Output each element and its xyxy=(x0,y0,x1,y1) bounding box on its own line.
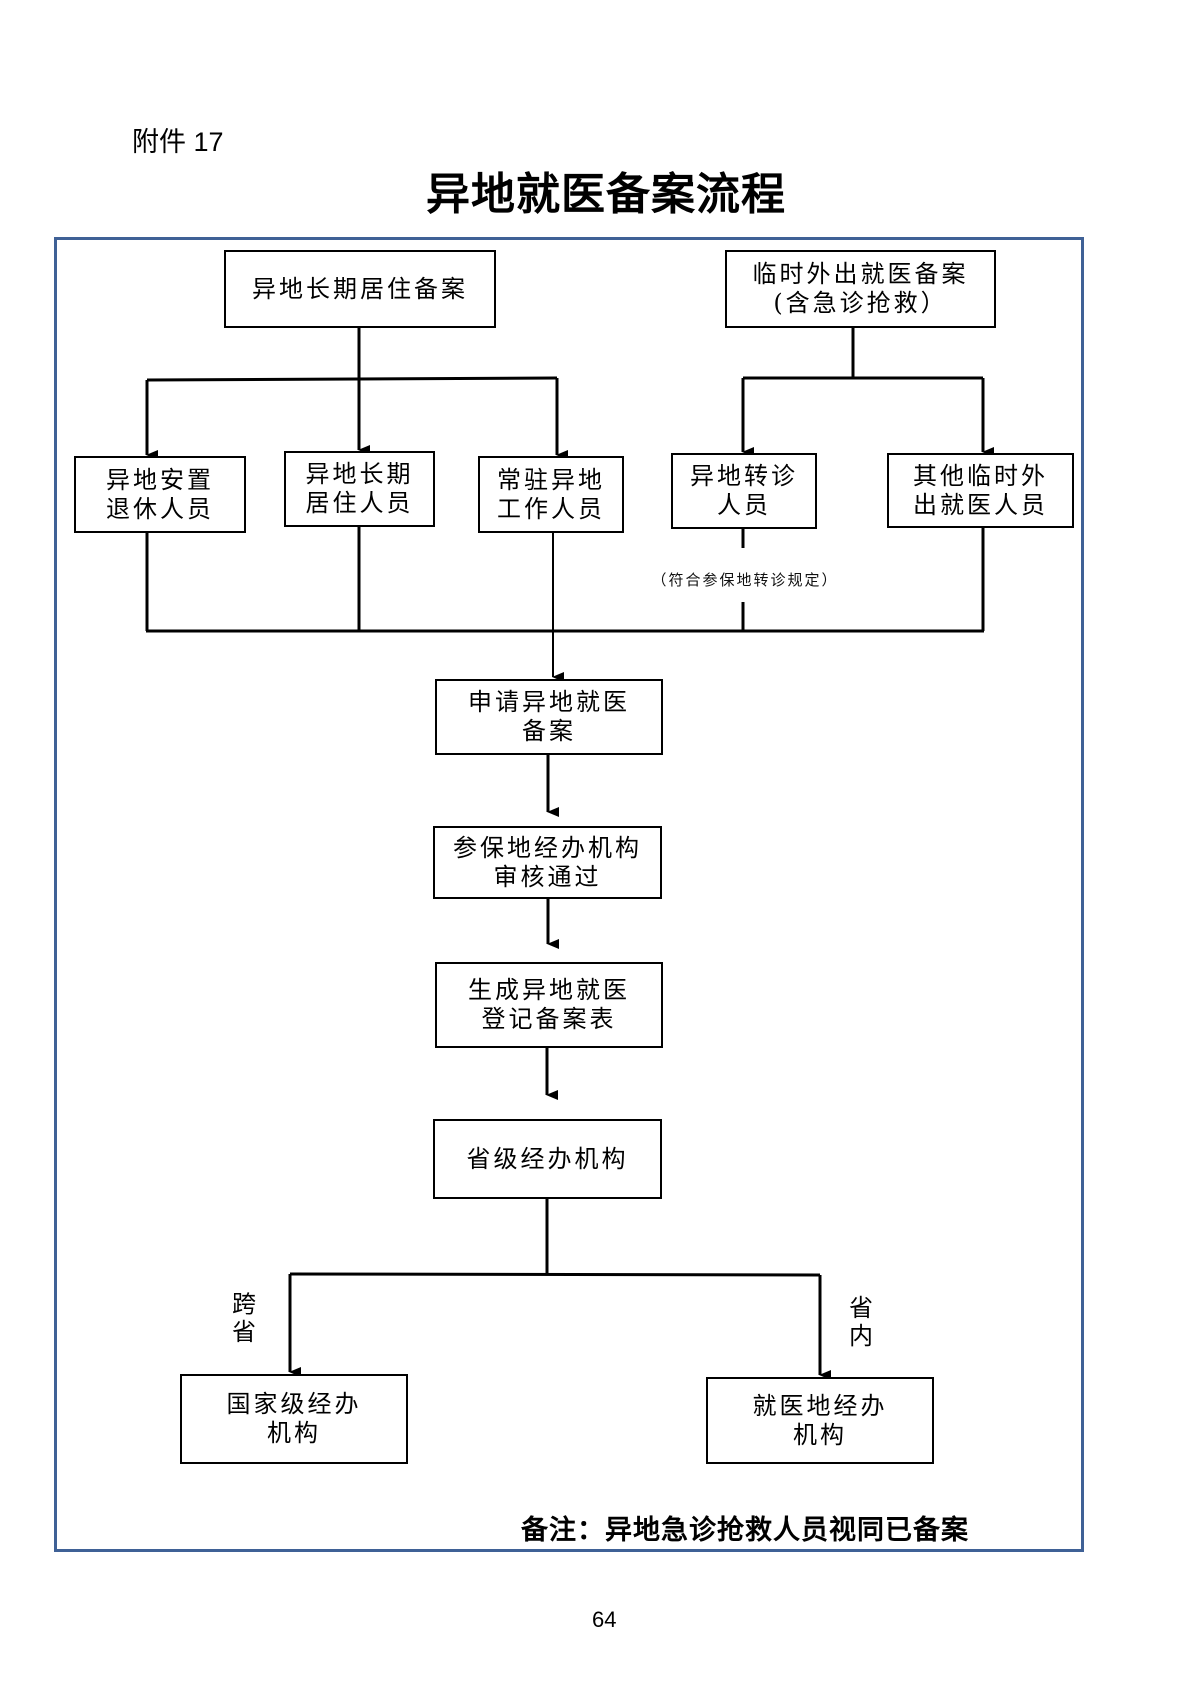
label-char: 省 xyxy=(849,1294,873,1322)
node-label: 备案 xyxy=(522,717,576,745)
diagram-frame xyxy=(54,237,1084,1552)
node-other-temporary: 其他临时外 出就医人员 xyxy=(887,453,1074,528)
label-char: 跨 xyxy=(232,1290,256,1318)
node-resident-workers: 常驻异地 工作人员 xyxy=(478,456,624,533)
step-insured-agency-review: 参保地经办机构 审核通过 xyxy=(433,826,662,899)
node-label: 生成异地就医 xyxy=(468,976,630,1004)
node-label: 出就医人员 xyxy=(913,490,1048,519)
step-provincial-agency: 省级经办机构 xyxy=(433,1119,662,1199)
node-referral-patients: 异地转诊 人员 xyxy=(671,453,817,529)
node-label: 异地长期居住备案 xyxy=(252,274,468,303)
remark-note: 备注：异地急诊抢救人员视同已备案 xyxy=(521,1515,969,1546)
node-label: 工作人员 xyxy=(497,494,605,523)
node-label: 异地转诊 xyxy=(690,462,798,490)
node-label: 登记备案表 xyxy=(481,1005,617,1033)
node-label: 申请异地就医 xyxy=(468,688,630,716)
node-label: 居住人员 xyxy=(305,489,414,517)
node-resettled-retirees: 异地安置 退休人员 xyxy=(74,456,246,533)
node-label: 人员 xyxy=(717,491,771,519)
branch-label-within-province: 省 内 xyxy=(847,1294,875,1350)
label-char: 内 xyxy=(849,1322,873,1350)
node-label: 机构 xyxy=(793,1420,847,1449)
connector-split-bus xyxy=(289,1272,821,1277)
node-label: (含急诊抢救） xyxy=(773,289,948,317)
node-label: 异地长期 xyxy=(305,460,414,488)
page-title: 异地就医备案流程 xyxy=(426,169,786,220)
referral-condition-note: （符合参保地转诊规定） xyxy=(651,571,839,589)
node-local-medical-agency: 就医地经办 机构 xyxy=(706,1377,934,1464)
label-char: 省 xyxy=(232,1318,256,1346)
connector-long-term-bus xyxy=(146,376,558,382)
node-label: 临时外出就医备案 xyxy=(752,260,969,288)
node-long-term-residence-filing: 异地长期居住备案 xyxy=(224,250,496,328)
node-label: 参保地经办机构 xyxy=(453,833,642,862)
attachment-label: 附件 17 xyxy=(132,127,224,157)
node-label: 其他临时外 xyxy=(913,461,1048,490)
page-number: 64 xyxy=(592,1607,617,1632)
node-label: 审核通过 xyxy=(493,862,602,891)
step-apply-filing: 申请异地就医 备案 xyxy=(435,679,663,755)
step-generate-registration-form: 生成异地就医 登记备案表 xyxy=(435,962,663,1048)
node-national-agency: 国家级经办 机构 xyxy=(180,1374,408,1464)
node-label: 国家级经办 xyxy=(226,1390,362,1418)
node-long-term-residents: 异地长期 居住人员 xyxy=(284,451,435,527)
node-label: 常驻异地 xyxy=(497,465,605,494)
node-label: 退休人员 xyxy=(106,494,214,523)
node-label: 机构 xyxy=(267,1419,321,1447)
branch-label-cross-province: 跨 省 xyxy=(230,1290,258,1346)
node-label: 就医地经办 xyxy=(752,1391,888,1420)
node-label: 省级经办机构 xyxy=(466,1144,629,1173)
node-label: 异地安置 xyxy=(106,465,214,494)
node-temporary-medical-filing: 临时外出就医备案 (含急诊抢救） xyxy=(725,250,996,328)
